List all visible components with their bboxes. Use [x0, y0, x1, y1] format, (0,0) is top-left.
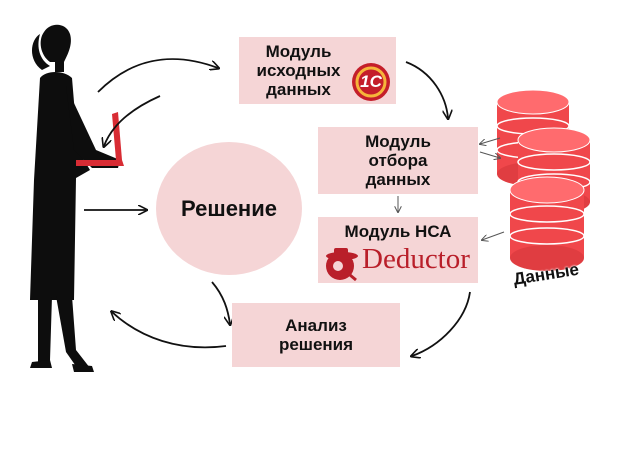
arrow-person-to-source: [97, 58, 218, 93]
source-data-module-label: Модуль исходных данных: [256, 41, 341, 100]
arrow-analysis-to-person: [112, 312, 227, 349]
decision-analysis-node: Анализ решения: [232, 303, 400, 367]
arrow-source-to-select: [405, 61, 448, 118]
decision-label: Решение: [181, 195, 277, 221]
arrow-db-to-hca: [482, 231, 505, 240]
data-selection-module: Модуль отбора данных: [318, 127, 478, 194]
deductor-emblem-icon: [326, 248, 358, 282]
database-icon: [496, 89, 591, 271]
arrow-decision-to-analysis: [211, 281, 230, 324]
onec-logo-mark: [352, 63, 390, 101]
deductor-logo-text: Deductor: [362, 243, 470, 275]
decision-node: Решение: [156, 142, 302, 275]
person-with-laptop-icon: [30, 24, 120, 372]
onec-logo-text: 1С: [360, 72, 382, 91]
arrow-decision-to-person: [104, 95, 161, 146]
data-selection-module-label: Модуль отбора данных: [365, 131, 431, 190]
onec-logo: 1С: [348, 61, 394, 103]
arrow-db-to-select-1: [480, 137, 501, 144]
arrow-select-to-db: [479, 151, 500, 158]
laptop-icon: [76, 112, 124, 166]
decision-analysis-label: Анализ решения: [278, 315, 354, 354]
hca-module-label: Модуль НСА: [344, 222, 452, 241]
arrow-hca-to-analysis: [412, 291, 471, 356]
